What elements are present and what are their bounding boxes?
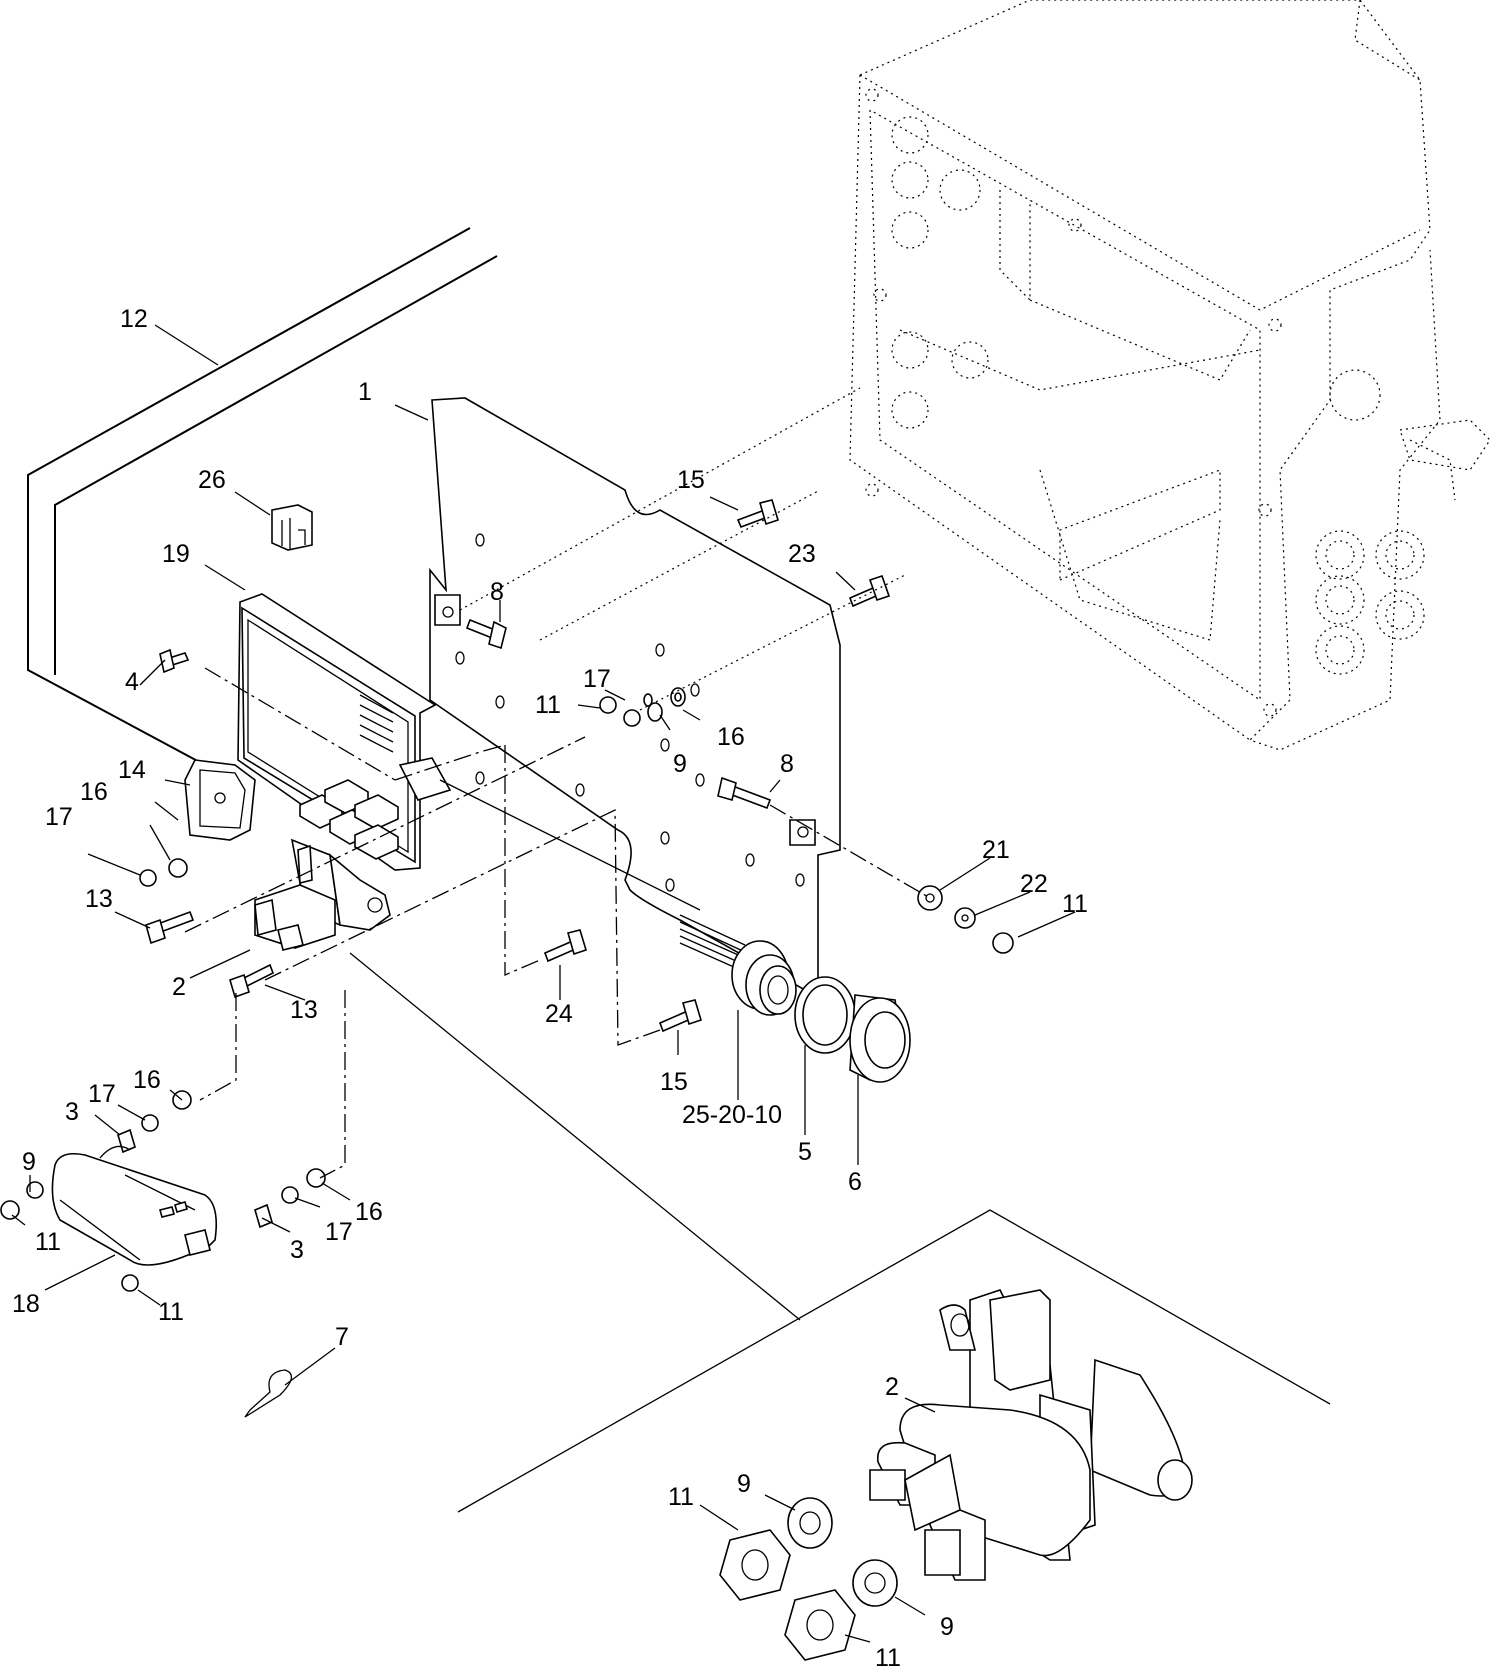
callout-13-top: 13 [85,885,113,913]
callout-9-mid: 9 [673,750,687,778]
callout-16-mid: 16 [717,723,745,751]
callout-11-mid: 11 [535,691,561,719]
callout-22: 22 [1020,870,1048,898]
screw-24 [543,929,587,963]
callout-9-left: 9 [22,1148,36,1176]
callout-3-coil: 3 [290,1236,304,1264]
connector-cluster [1315,530,1425,675]
callout-15-top: 15 [677,466,705,494]
callout-19: 19 [162,540,190,568]
callout-23: 23 [788,540,816,568]
callout-16-lower: 16 [133,1066,161,1094]
detail-hardware [719,1497,898,1661]
screw-13-bottom [229,963,275,999]
callout-24: 24 [545,1000,573,1028]
callout-11-right: 11 [1062,890,1088,918]
callout-14: 14 [118,756,146,784]
screw-8-top [465,618,507,650]
screw-13-top [145,910,195,945]
callout-9-detail-top: 9 [737,1470,751,1498]
coil-18 [51,1145,218,1266]
callout-6: 6 [848,1168,862,1196]
callout-15-bottom: 15 [660,1068,688,1096]
solenoid-small [254,838,391,951]
callout-17-left: 17 [45,803,73,831]
callout-16-coil: 16 [355,1198,383,1226]
callout-2-large: 2 [885,1373,899,1401]
bulkhead-connector [679,914,911,1083]
callout-labels: 12 1 26 19 15 23 8 4 17 11 16 9 8 14 16 … [12,305,1088,1670]
callout-7: 7 [335,1323,349,1351]
assembly-lines [184,387,931,1179]
clip-26 [271,504,313,551]
callout-17-coil: 17 [325,1218,353,1246]
callout-13-bottom: 13 [290,996,318,1024]
callout-17-lower: 17 [88,1080,116,1108]
callout-1: 1 [358,378,372,406]
callout-4: 4 [125,668,139,696]
callout-12: 12 [120,305,148,333]
callout-2-small: 2 [172,973,186,1001]
solenoid-large [869,1289,1193,1581]
screw-15-bottom [658,999,702,1033]
hardware-small [0,687,1014,1292]
callout-9-detail-bottom: 9 [940,1613,954,1641]
housing-box [849,0,1491,751]
control-module [237,593,452,871]
callout-8-top: 8 [490,578,504,606]
callout-11-coil: 11 [158,1298,184,1326]
mounting-plate [429,397,841,991]
leader-lines [11,324,1076,1643]
callout-25-20-10: 25-20-10 [682,1101,782,1129]
callout-11-left: 11 [35,1228,61,1256]
callout-5: 5 [798,1138,812,1166]
screw-23 [848,574,891,608]
screw-8-mid [717,776,772,810]
callout-16-left: 16 [80,778,108,806]
callout-26: 26 [198,466,226,494]
detail-view [349,952,1331,1513]
wire-harness [27,227,498,766]
callout-8-mid: 8 [780,750,794,778]
callout-21: 21 [982,836,1010,864]
callout-11-detail-bottom: 11 [875,1644,901,1670]
callout-11-detail-top: 11 [668,1483,694,1511]
cable-tie-7 [244,1369,292,1418]
callout-18: 18 [12,1290,40,1318]
screw-4 [159,648,190,674]
callout-3-left: 3 [65,1098,79,1126]
grommet-14 [184,759,256,841]
callout-17-mid: 17 [583,665,611,693]
